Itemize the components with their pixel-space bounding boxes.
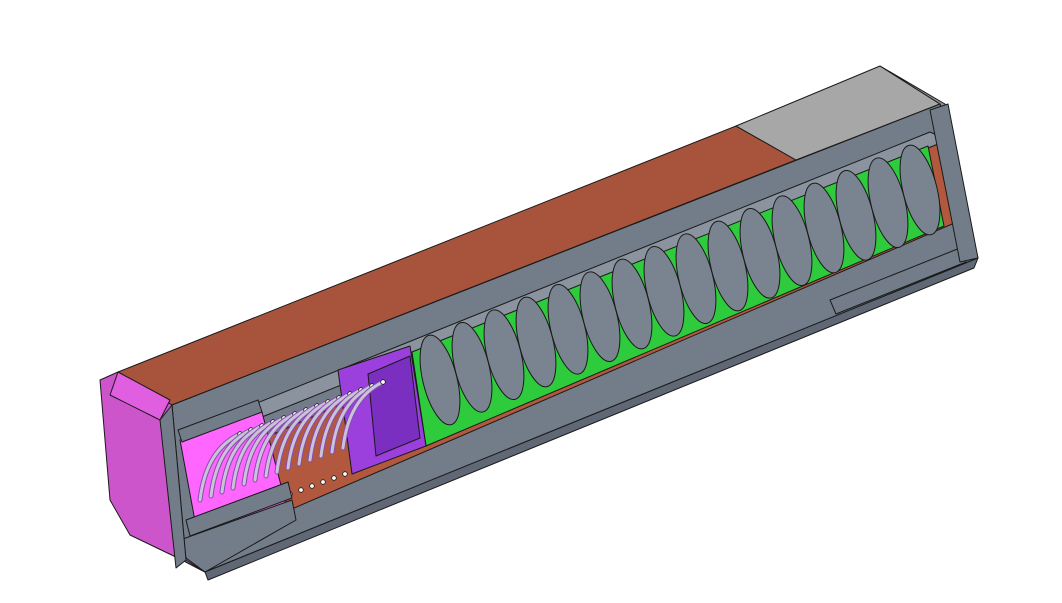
coil-turn xyxy=(899,144,941,236)
spring-wire xyxy=(264,408,308,478)
right-rim-lower xyxy=(829,247,967,315)
spring-wire xyxy=(297,396,341,466)
spring-wire xyxy=(275,404,319,474)
front-rim-upper xyxy=(177,399,263,443)
spring-wire xyxy=(330,384,374,454)
spring-wire xyxy=(253,412,297,482)
spring-wire xyxy=(242,416,286,486)
housing-bottom-edge xyxy=(204,257,979,581)
spring-wire xyxy=(209,428,253,498)
spring-wire-end xyxy=(380,379,386,385)
right-end-wall xyxy=(929,103,979,263)
spring-wire-end xyxy=(298,487,304,493)
spring-wire-end xyxy=(320,479,326,485)
coil-stack-layer xyxy=(419,144,941,426)
spring-wire-end xyxy=(309,483,315,489)
spring-wire xyxy=(231,420,275,490)
contact-block-inner xyxy=(367,355,421,457)
left-end-cap-rim xyxy=(159,404,187,569)
spring-wire-end xyxy=(331,475,337,481)
spring-wire xyxy=(308,392,352,462)
spring-wire xyxy=(286,400,330,470)
spring-wire xyxy=(220,424,264,494)
spring-wire xyxy=(319,388,363,458)
spring-wire xyxy=(198,432,242,502)
spring-wire-end xyxy=(342,471,348,477)
spring-layer xyxy=(197,379,386,529)
front-rim-lower xyxy=(185,481,293,537)
front-rim-layer xyxy=(99,103,979,573)
spring-wire xyxy=(341,380,385,450)
